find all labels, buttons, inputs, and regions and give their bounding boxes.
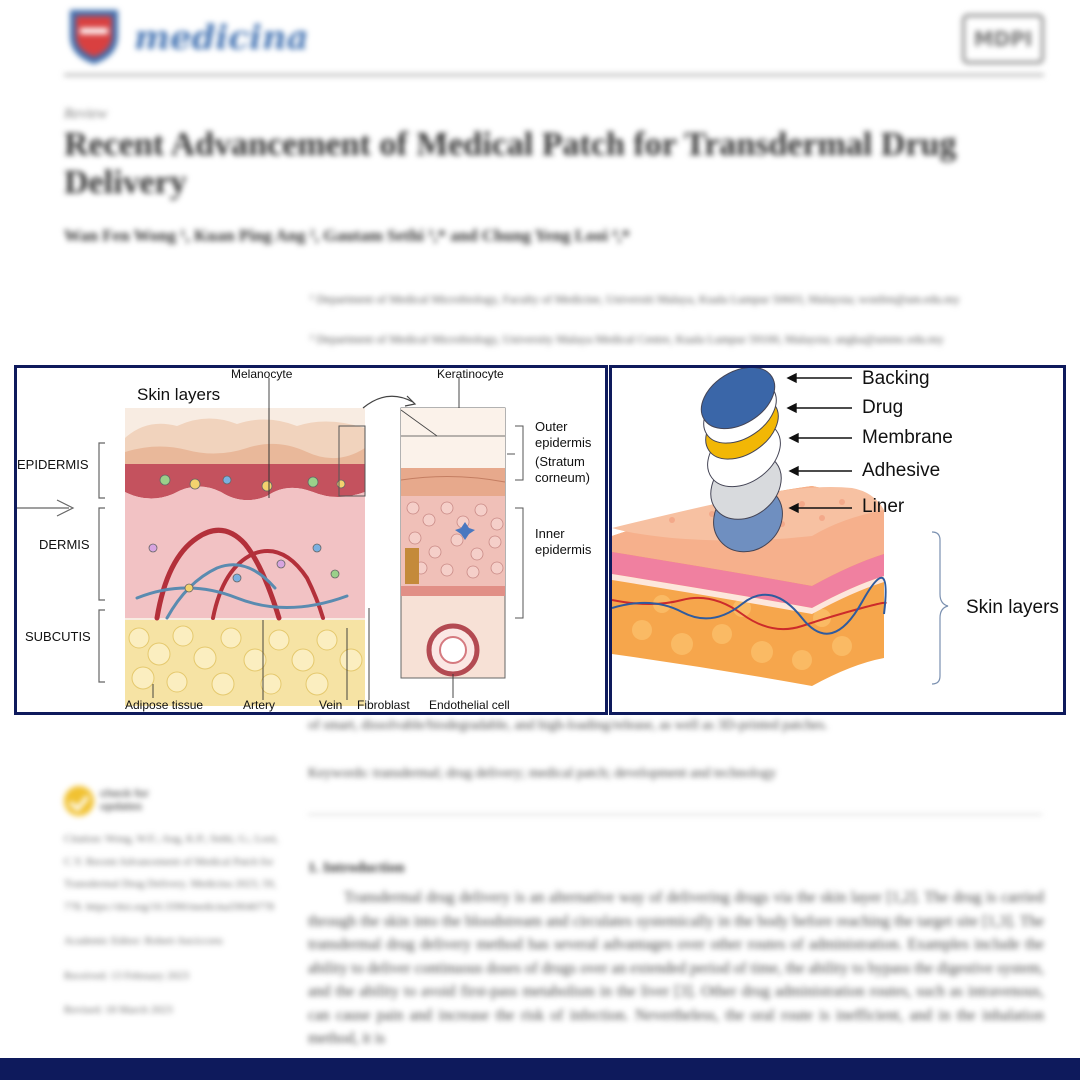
- patch-layers-panel: Backing Drug Membrane Adhesive Liner Ski…: [609, 365, 1066, 715]
- label-artery: Artery: [243, 698, 276, 712]
- label-endothelial-cell: Endothelial cell: [429, 698, 510, 712]
- inset-label-inner-2: epidermis: [535, 542, 592, 557]
- check-updates-label: check for updates: [100, 788, 149, 813]
- journal-name: medicina: [134, 18, 309, 58]
- body-divider: [308, 814, 1042, 815]
- inset-label-inner-1: Inner: [535, 526, 565, 541]
- abstract-tail: of smart, dissolvable/biodegradable, and…: [308, 718, 828, 733]
- header-divider: [64, 74, 1044, 76]
- patch-layer-drug: Drug: [862, 397, 904, 418]
- article-title: Recent Advancement of Medical Patch for …: [64, 126, 957, 201]
- skin-block: [125, 408, 365, 706]
- inset-label-outer-4: corneum): [535, 470, 590, 485]
- patch-layer-liner: Liner: [862, 496, 905, 517]
- footer-bar: [0, 1058, 1080, 1080]
- epidermis-inset: [400, 407, 506, 679]
- inset-label-outer-1: Outer: [535, 419, 568, 434]
- inset-label-outer-3: (Stratum: [535, 454, 585, 469]
- label-keratinocyte: Keratinocyte: [437, 367, 504, 381]
- layer-brackets: [17, 442, 105, 683]
- article-type: Review: [64, 106, 108, 122]
- check-circle-icon: [64, 786, 94, 816]
- layer-label-epidermis: EPIDERMIS: [17, 457, 89, 472]
- keywords: Keywords: transdermal; drug delivery; me…: [308, 766, 777, 781]
- patch-layer-adhesive: Adhesive: [862, 460, 941, 481]
- layer-label-subcutis: SUBCUTIS: [25, 629, 91, 644]
- journal-shield-logo: [70, 10, 118, 64]
- intro-paragraph: Transdermal drug delivery is an alternat…: [308, 889, 1044, 1047]
- skin-anatomy-panel: Skin layers EPIDERMIS DERMIS SUBCUTIS Me…: [14, 365, 608, 715]
- layer-label-dermis: DERMIS: [39, 537, 90, 552]
- skin-diagram-title: Skin layers: [137, 385, 221, 404]
- skin-block-3d: [612, 486, 887, 686]
- publisher-logo: MDPI: [962, 14, 1044, 64]
- check-updates-badge[interactable]: check for updates: [64, 786, 170, 816]
- patch-layers-illustration: [612, 368, 949, 686]
- citation-text: Citation: Wong, W.F.; Ang, K.P.; Sethi, …: [64, 833, 279, 913]
- patch-skin-layers-label: Skin layers: [966, 597, 1059, 618]
- affiliation-2: ² Department of Medical Microbiology, Un…: [310, 332, 944, 346]
- inset-label-outer-2: epidermis: [535, 435, 592, 450]
- academic-editor: Academic Editor: Robert Anciccoru: [64, 935, 223, 947]
- received-date: Received: 13 February 2023: [64, 969, 189, 982]
- label-melanocyte: Melanocyte: [231, 367, 293, 381]
- author-list: Wan Fen Wong ¹, Kuan Ping Ang ², Gautam …: [64, 226, 630, 245]
- section-heading: 1. Introduction: [308, 860, 405, 876]
- article-side-info: Citation: Wong, W.F.; Ang, K.P.; Sethi, …: [64, 828, 286, 1034]
- skin-anatomy-illustration: [17, 378, 524, 706]
- revised-date: Revised: 18 March 2023: [64, 1004, 173, 1016]
- patch-discs: [700, 368, 783, 553]
- label-vein: Vein: [319, 698, 343, 712]
- patch-layer-membrane: Membrane: [862, 427, 953, 448]
- label-fibroblast: Fibroblast: [357, 698, 410, 712]
- label-adipose-tissue: Adipose tissue: [125, 698, 204, 712]
- patch-layer-backing: Backing: [862, 368, 930, 389]
- affiliation-1: ¹ Department of Medical Microbiology, Fa…: [310, 292, 960, 306]
